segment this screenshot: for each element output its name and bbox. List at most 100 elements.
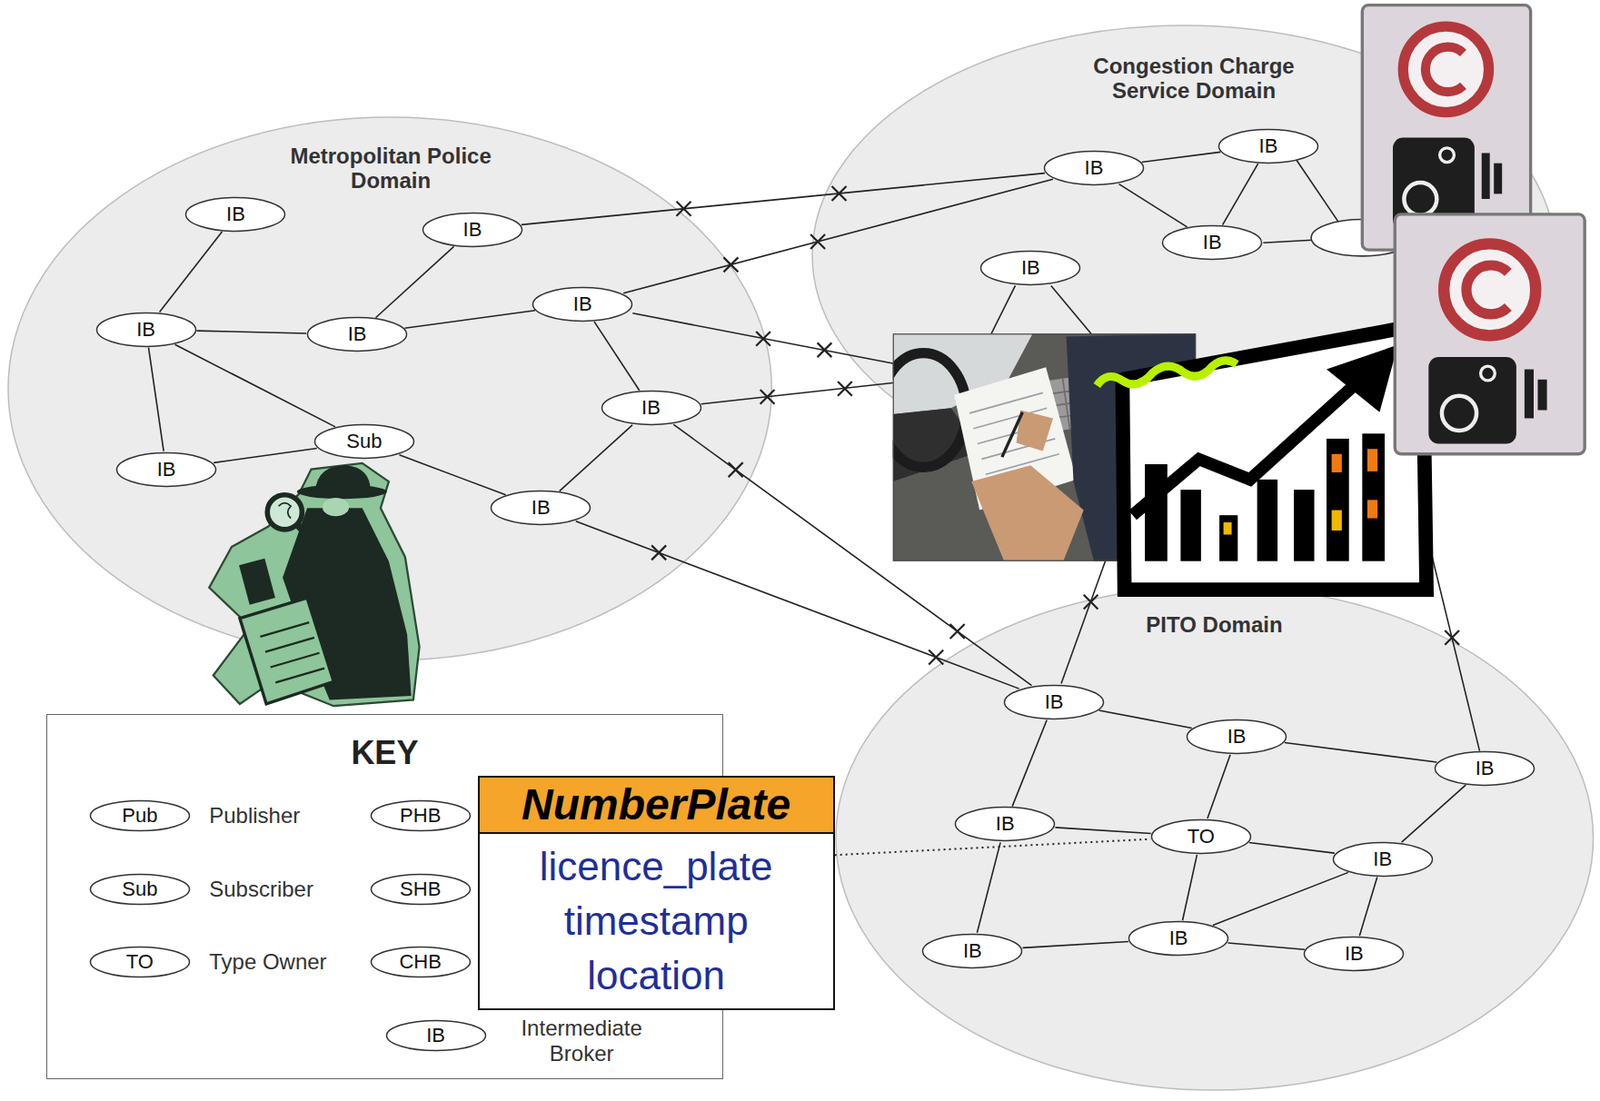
key-sample-label: Pub xyxy=(121,804,158,828)
type-header: NumberPlate xyxy=(479,777,834,835)
key-sample-ellipse xyxy=(89,874,189,905)
broker-ellipse-shape xyxy=(491,491,591,526)
key-sample-ellipse xyxy=(89,947,189,978)
broker-ellipse-shape xyxy=(1435,751,1535,786)
broker-ellipse-shape xyxy=(1151,819,1251,854)
key-sample: PHB xyxy=(369,799,472,833)
legend-text: Subscriber xyxy=(208,876,314,903)
broker-node: IB xyxy=(489,489,592,527)
broker-label: IB xyxy=(573,292,593,317)
broker-ellipse-shape xyxy=(186,197,286,231)
key-sample-label: CHB xyxy=(398,950,441,974)
broker-label: IB xyxy=(1475,756,1495,781)
legend-text: Intermediate Broker xyxy=(504,1015,659,1067)
key-sample-ellipse xyxy=(370,801,470,832)
domain-title-box: Metropolitan Police Domain xyxy=(263,143,518,194)
broker-label: IB xyxy=(347,322,368,347)
domain-ellipse-shape xyxy=(835,586,1594,1091)
legend-entry: Type Owner xyxy=(208,949,327,975)
broker-label: IB xyxy=(136,318,156,342)
broker-ellipse-shape xyxy=(308,318,408,352)
broker-node: IB xyxy=(184,196,287,233)
domain-ellipse-shape xyxy=(812,25,1556,486)
domain-ellipse-shape xyxy=(8,117,772,661)
broker-ellipse-shape xyxy=(1304,937,1404,972)
key-sample-label: IB xyxy=(426,1023,446,1048)
broker-node: IB xyxy=(954,805,1056,843)
legend-entry: Intermediate Broker xyxy=(504,1015,659,1067)
broker-node: IB xyxy=(921,933,1024,970)
broker-label: IB xyxy=(1021,256,1041,280)
broker-ellipse-shape xyxy=(96,312,196,347)
key-sample-label: PHB xyxy=(399,804,441,828)
broker-node: IB xyxy=(1217,128,1320,165)
broker-node: TO xyxy=(1150,818,1253,855)
legend-entry: Publisher xyxy=(208,803,300,829)
broker-label: IB xyxy=(463,218,483,242)
broker-label: IB xyxy=(226,202,246,227)
broker-label: IB xyxy=(1372,847,1392,872)
broker-ellipse-shape xyxy=(601,391,701,426)
broker-node: IB xyxy=(1161,224,1263,261)
domain-title: PITO Domain xyxy=(1077,612,1351,638)
broker-label: IB xyxy=(1344,942,1364,966)
broker-ellipse-shape xyxy=(314,425,414,459)
broker-node: IB xyxy=(979,249,1082,287)
broker-ellipse-shape xyxy=(955,807,1055,842)
domain-title: Congestion Charge Service Domain xyxy=(1066,53,1322,104)
broker-label: IB xyxy=(641,396,661,420)
broker-label: IB xyxy=(1084,156,1104,180)
broker-node: IB xyxy=(95,311,198,348)
type-body: licence_plate timestamp location xyxy=(479,834,834,1009)
broker-label: IB xyxy=(1259,134,1279,159)
broker-ellipse-shape xyxy=(1162,226,1263,260)
legend-entry: Subscriber xyxy=(208,876,314,903)
broker-ellipse-shape xyxy=(422,212,522,247)
attribute-list: licence_plate timestamp location xyxy=(499,839,814,1004)
key-sample-ellipse xyxy=(370,874,470,905)
type-name: NumberPlate xyxy=(479,777,834,833)
domain-title-box: Congestion Charge Service Domain xyxy=(1066,53,1322,104)
key-title: KEY xyxy=(350,734,418,773)
broker-node: IB xyxy=(1003,684,1105,721)
statistics-chart-icon xyxy=(1096,324,1427,590)
domain-region: Congestion Charge Service DomainIB IB IB IB xyxy=(811,24,1557,487)
key-sample-label: SHB xyxy=(399,877,441,902)
broker-label: Sub xyxy=(346,429,382,454)
key-sample: SHB xyxy=(369,873,472,906)
broker-node: IB xyxy=(531,286,634,323)
broker-label: IB xyxy=(1044,690,1064,715)
blocked-mark xyxy=(950,624,965,639)
broker-label: IB xyxy=(1227,725,1247,749)
key-sample: Pub xyxy=(89,799,191,833)
broker-ellipse-shape xyxy=(1129,922,1229,956)
domain-region: Metropolitan Police DomainIB IB IB IB IB IB Su… xyxy=(7,116,773,662)
key-sample: IB xyxy=(385,1019,487,1053)
broker-node: IB xyxy=(1127,920,1230,957)
key-sample-ellipse xyxy=(89,801,189,832)
key-sample: CHB xyxy=(369,945,472,979)
domain-title-box: PITO Domain xyxy=(1077,612,1351,638)
broker-ellipse-shape xyxy=(1043,151,1143,186)
broker-label: TO xyxy=(1187,824,1215,849)
domain-region: PITO DomainIB IB IB IB TO IB IB IB IB xyxy=(834,585,1595,1092)
broker-label: IB xyxy=(1202,230,1223,255)
broker-node: IB xyxy=(1433,750,1536,787)
broker-ellipse-shape xyxy=(1004,685,1104,719)
broker-node: IB xyxy=(1043,149,1145,187)
blocked-mark xyxy=(928,650,944,666)
domain-outline xyxy=(7,116,773,662)
broker-node: IB xyxy=(600,389,703,427)
broker-ellipse-shape xyxy=(117,452,217,487)
broker-node: IB xyxy=(1331,841,1434,878)
broker-node: IB xyxy=(1185,718,1288,756)
broker-node: IB xyxy=(306,316,408,353)
key-sample: Sub xyxy=(89,873,191,906)
broker-label: IB xyxy=(995,812,1015,836)
congestion-charge-sign xyxy=(1394,214,1585,455)
key-sample-ellipse xyxy=(386,1020,486,1051)
broker-label: IB xyxy=(1169,926,1189,951)
broker-label: IB xyxy=(531,496,551,520)
broker-ellipse-shape xyxy=(533,287,633,321)
broker-label: IB xyxy=(963,939,983,964)
